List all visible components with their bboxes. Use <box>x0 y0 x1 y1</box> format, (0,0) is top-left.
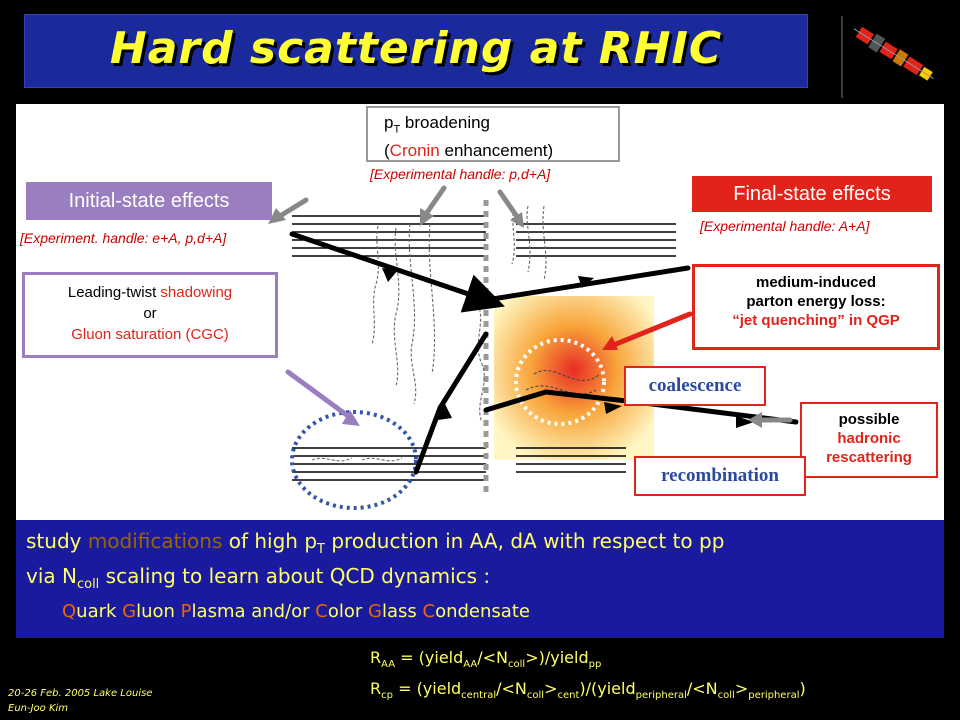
energy-loss-box: medium-induced parton energy loss: “jet … <box>692 264 940 350</box>
study-line3: Quark Gluon Plasma and/or Color Glass Co… <box>62 601 530 622</box>
rcp-formula: Rcp = (yieldcentral/<Ncoll>cent)/(yieldp… <box>370 679 806 702</box>
raa-formula: RAA = (yieldAA/<Ncoll>)/yieldpp <box>370 648 602 671</box>
pt-broadening-line1: pT broadening <box>384 113 491 136</box>
shadowing-line2: or <box>143 305 157 322</box>
initial-state-circle <box>290 410 418 510</box>
hard-scattering-diagram: Initial-state effects [Experiment. handl… <box>16 104 944 520</box>
coalescence-box: coalescence <box>624 366 766 406</box>
eloss-line3: “jet quenching” in QGP <box>732 312 900 329</box>
gluon-lines <box>311 205 601 462</box>
indicator-arrows <box>277 185 793 423</box>
footer-conference: 20-26 Feb. 2005 Lake Louise <box>8 688 153 699</box>
pt-broadening-line2: (Cronin enhancement) <box>384 141 554 161</box>
indicator-arrowheads <box>268 208 762 428</box>
study-line2: via Ncoll scaling to learn about QCD dyn… <box>26 564 491 592</box>
eloss-line1: medium-induced <box>755 274 876 291</box>
shadowing-line1: Leading-twist shadowing <box>67 284 233 301</box>
initial-handle-text: [Experiment. handle: e+A, p,d+A] <box>20 230 227 246</box>
study-text-panel: study modifications of high pT productio… <box>16 520 944 638</box>
title-bar: Hard scattering at RHIC <box>24 14 808 88</box>
rescattering-line2: hadronic <box>837 430 901 447</box>
formula-block: RAA = (yieldAA/<Ncoll>)/yieldpp Rcp = (y… <box>370 646 806 708</box>
shadowing-line3: Gluon saturation (CGC) <box>71 326 229 343</box>
final-state-circle <box>514 338 606 426</box>
shadowing-box: Leading-twist shadowing or Gluon saturat… <box>22 272 278 358</box>
footer-author: Eun-Joo Kim <box>8 703 69 714</box>
eloss-line2: parton energy loss: <box>746 293 886 310</box>
parton-arrowheads <box>382 268 754 428</box>
rescattering-line1: possible <box>838 411 900 428</box>
final-state-label: Final-state effects <box>692 176 932 212</box>
detector-logo <box>841 16 934 98</box>
pt-broadening-box: pT broadening (Cronin enhancement) <box>366 106 620 162</box>
recombination-box: recombination <box>634 456 806 496</box>
initial-state-label: Initial-state effects <box>26 182 272 220</box>
pt-handle-text: [Experimental handle: p,d+A] <box>370 166 551 182</box>
upper-nucleus-lines <box>292 215 486 257</box>
slide-title: Hard scattering at RHIC <box>109 23 723 74</box>
lower-nucleus-lines <box>292 447 486 481</box>
rescattering-line3: rescattering <box>826 449 912 466</box>
final-handle-text: [Experimental handle: A+A] <box>700 218 870 234</box>
footer: 20-26 Feb. 2005 Lake Louise Eun-Joo Kim <box>8 686 152 716</box>
study-line1: study modifications of high pT productio… <box>26 529 725 557</box>
rescattering-box: possible hadronic rescattering <box>800 402 938 478</box>
